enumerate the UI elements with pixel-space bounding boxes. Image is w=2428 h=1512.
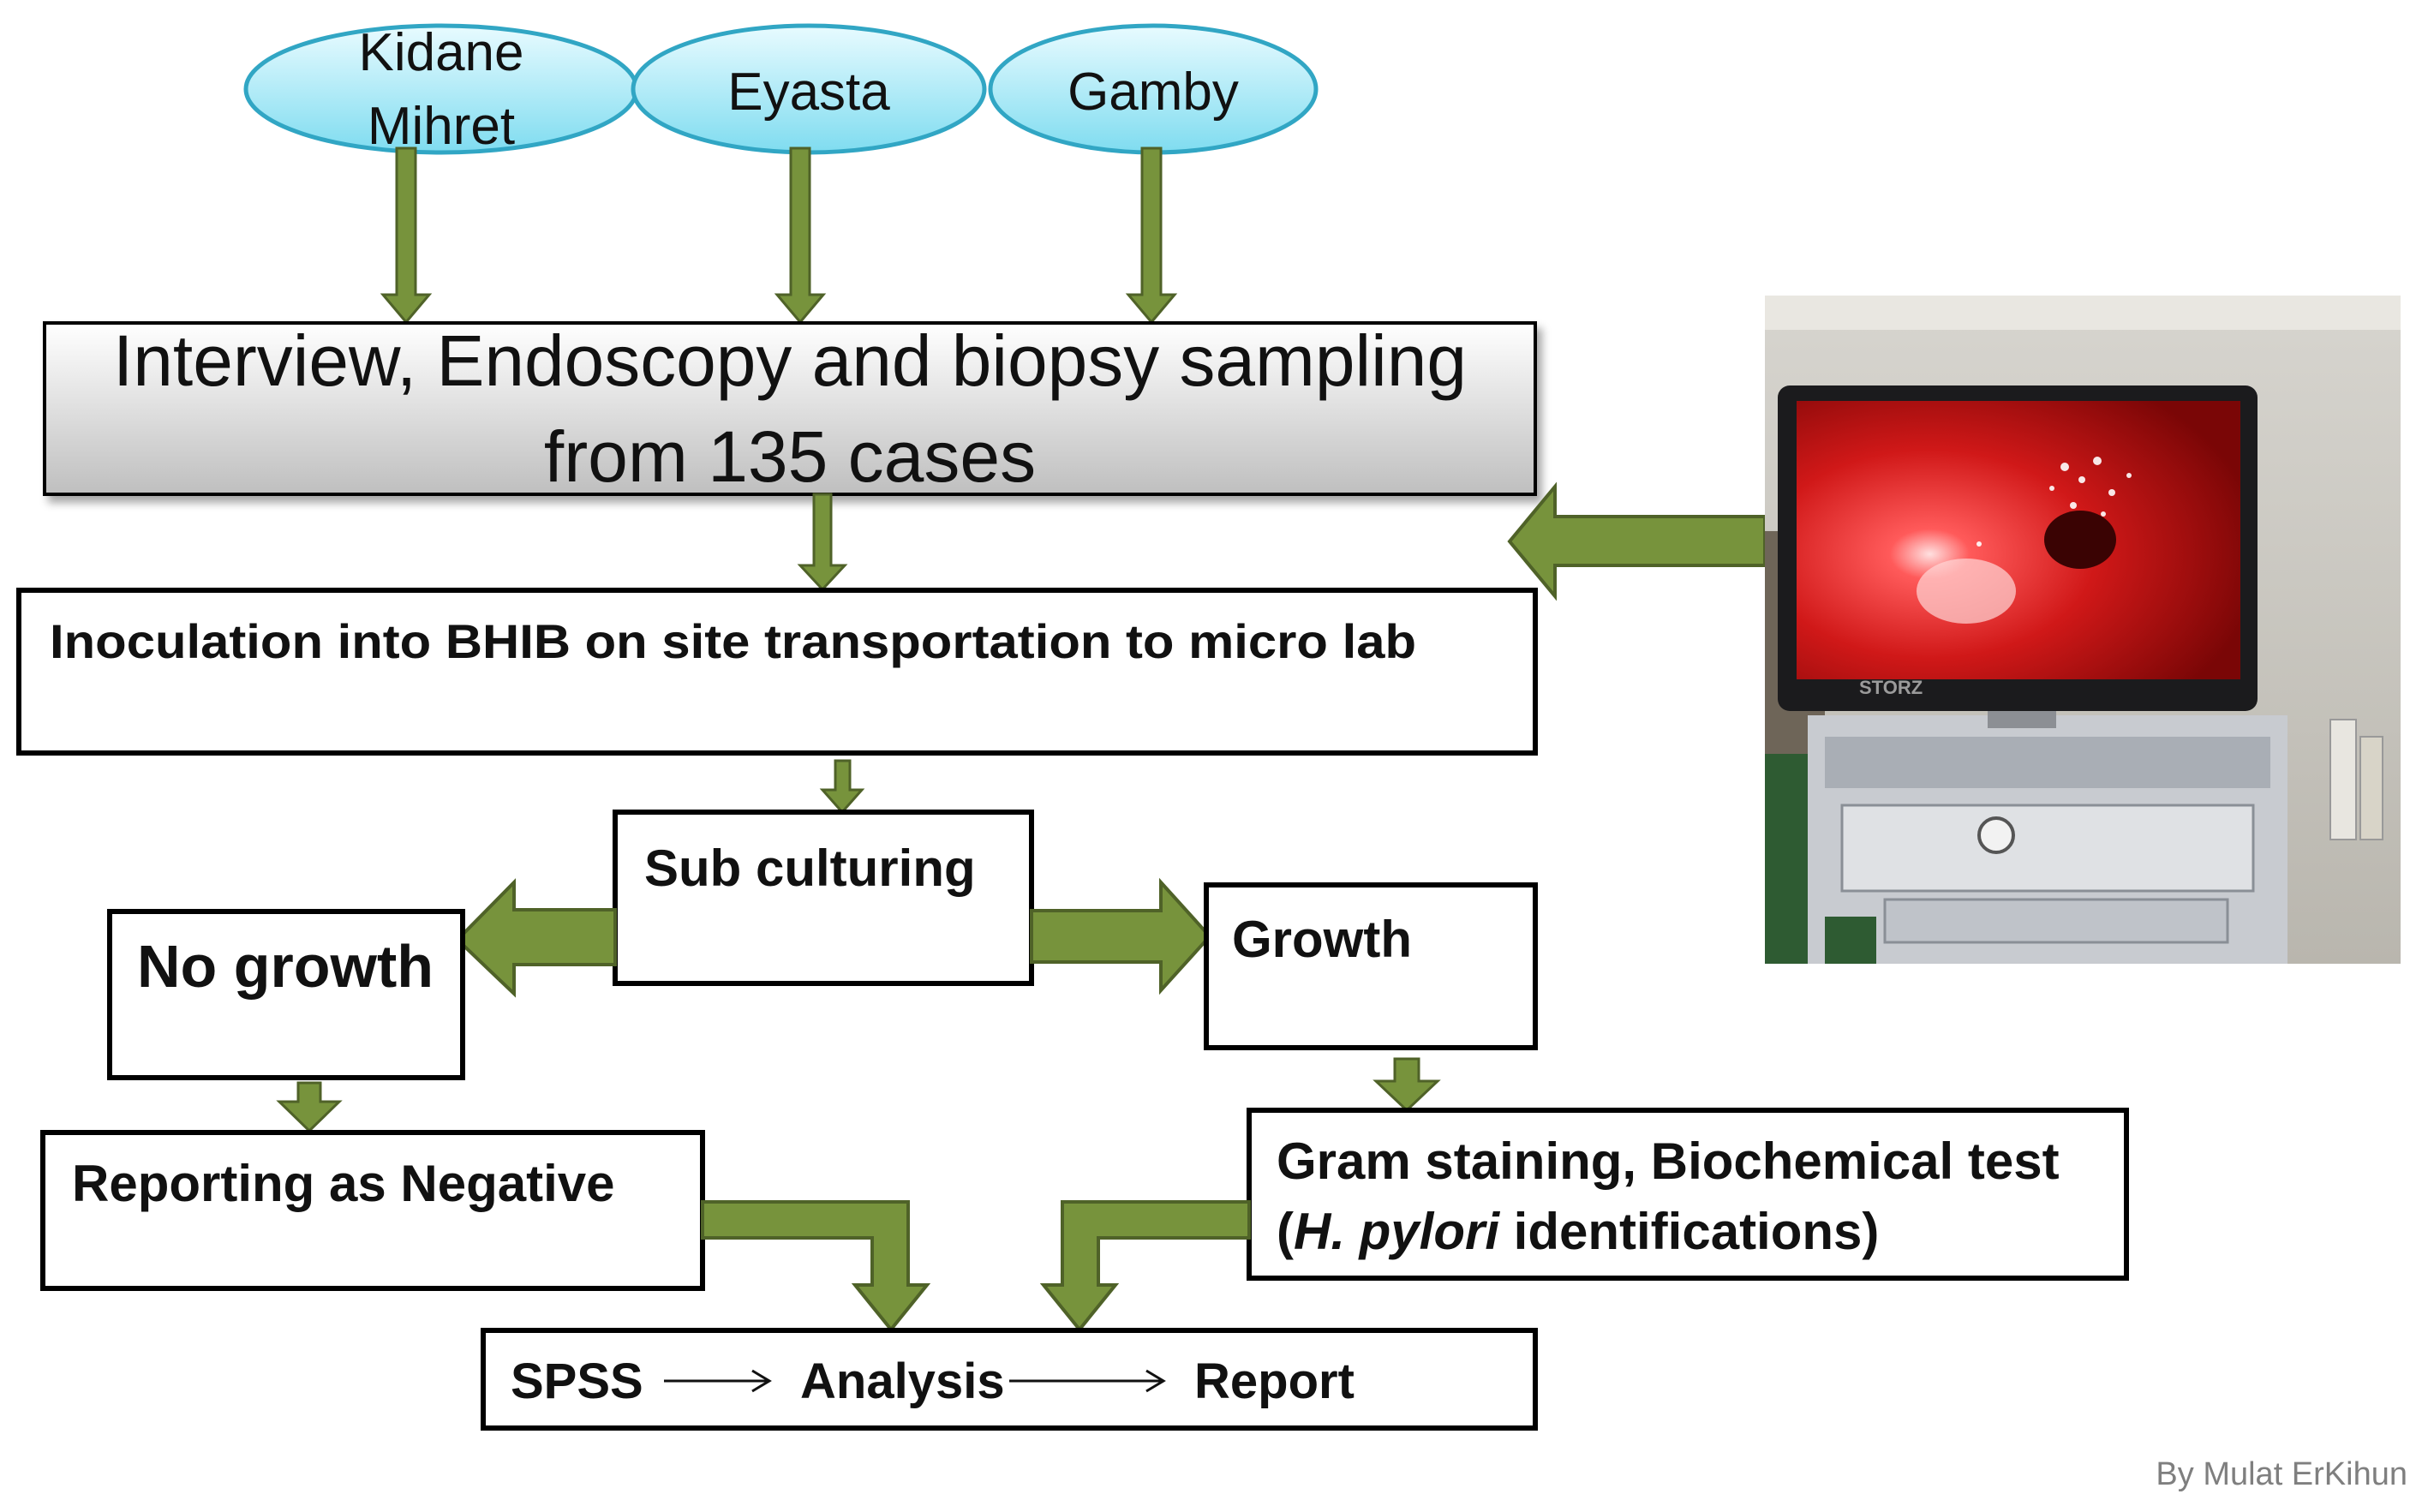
arrow-subculture-to-growth — [1030, 877, 1212, 995]
arrow-sampling-to-inoculation — [797, 493, 848, 592]
arrow-photo-to-sampling — [1507, 481, 1767, 601]
arrow-subculture-to-nogrowth — [455, 878, 617, 998]
subculture-box: Sub culturing — [613, 810, 1034, 986]
gram-paren-open: ( — [1277, 1203, 1294, 1260]
arrow-right-icon — [664, 1369, 772, 1393]
arrow-right-icon — [1009, 1369, 1166, 1393]
arrow-inoculation-to-subculture — [819, 759, 865, 815]
site-node-kidane-mihret: Kidane Mihret — [243, 23, 639, 156]
sampling-text-line2: from 135 cases — [544, 416, 1036, 497]
sampling-box: Interview, Endoscopy and biopsy sampling… — [43, 320, 1537, 497]
gram-box: Gram staining, Biochemical test (H. pylo… — [1247, 1108, 2129, 1281]
negative-text: Reporting as Negative — [72, 1155, 615, 1212]
growth-box: Growth — [1204, 882, 1538, 1050]
nogrowth-text: No growth — [137, 933, 434, 1000]
inoculation-text: Inoculation into BHIB on site transporta… — [50, 614, 1416, 668]
site-label-eyasta: Eyasta — [727, 63, 890, 122]
arrow-growth-to-gram — [1372, 1057, 1441, 1113]
arrow-gamby-to-sampling — [1125, 146, 1178, 325]
site-label-gamby: Gamby — [1067, 63, 1239, 122]
site-node-eyasta: Eyasta — [631, 23, 987, 155]
site-node-gamby: Gamby — [988, 23, 1319, 155]
gram-species-italic: H. pylori — [1294, 1203, 1500, 1260]
growth-text: Growth — [1232, 911, 1412, 968]
sampling-text-line1: Interview, Endoscopy and biopsy sampling — [113, 320, 1467, 401]
subculture-text: Sub culturing — [644, 840, 976, 897]
site-label-mihret: Mihret — [368, 97, 515, 156]
report-text: Report — [1194, 1354, 1355, 1409]
arrow-eyasta-to-sampling — [774, 146, 827, 325]
negative-box: Reporting as Negative — [40, 1130, 705, 1291]
gram-text-line1: Gram staining, Biochemical test — [1277, 1133, 2060, 1190]
analysis-text: Analysis — [800, 1354, 1005, 1409]
gram-text-line2: (H. pylori identifications) — [1277, 1203, 1879, 1260]
spss-text: SPSS — [511, 1354, 643, 1409]
gram-identifications: identifications) — [1499, 1203, 1879, 1260]
nogrowth-box: No growth — [107, 909, 465, 1080]
arrow-kidane-to-sampling — [380, 146, 433, 325]
site-label-kidane: Kidane — [358, 23, 523, 82]
endoscopy-photo: STORZ — [1765, 296, 2401, 964]
arrow-gram-to-spss — [1039, 1200, 1251, 1333]
monitor-brand-label: STORZ — [1859, 677, 1923, 698]
analysis-box: SPSS Analysis Report — [481, 1328, 1538, 1431]
author-credit: By Mulat ErKihun — [2156, 1456, 2407, 1492]
arrow-negative-to-spss — [701, 1200, 931, 1333]
inoculation-box: Inoculation into BHIB on site transporta… — [16, 588, 1538, 756]
arrow-nogrowth-to-negative — [276, 1081, 343, 1133]
